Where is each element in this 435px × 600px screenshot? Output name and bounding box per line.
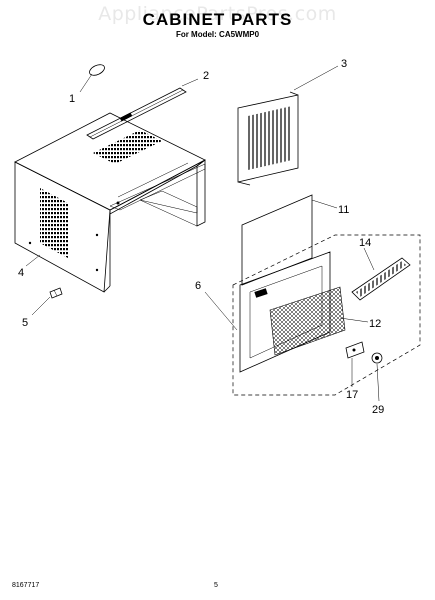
- cabinet-part: [14, 112, 206, 293]
- callout-5: 5: [22, 317, 28, 329]
- filter-mesh-part: [241, 194, 313, 286]
- leader-lines: [25, 65, 380, 402]
- rear-grille-part: [237, 91, 299, 186]
- callout-29: 29: [372, 404, 384, 416]
- bracket-part: [345, 341, 365, 359]
- front-panel-group: [232, 234, 421, 396]
- callout-3: 2: [203, 70, 209, 82]
- screw-part: [49, 287, 63, 299]
- plug-part: [89, 64, 105, 76]
- page-number: 5: [214, 582, 218, 589]
- callout-12: 12: [369, 318, 381, 330]
- callout-4: 3: [341, 58, 347, 70]
- document-number: 8167717: [12, 582, 40, 589]
- callout-6: 6: [195, 280, 201, 292]
- knob-part: [371, 352, 383, 364]
- top-strip-part: [86, 87, 187, 140]
- page-title: CABINET PARTS: [142, 10, 293, 29]
- callout-2: 1: [69, 93, 75, 105]
- watermark: AppliancePartsPros.com: [98, 3, 337, 25]
- callout-11: 11: [338, 204, 349, 216]
- model-subtitle: For Model: CA5WMP0: [175, 30, 260, 39]
- louver-part: [351, 257, 411, 301]
- callout-17: 14: [359, 237, 371, 249]
- callout-14: 17: [346, 389, 358, 401]
- callout-1: 4: [18, 267, 24, 279]
